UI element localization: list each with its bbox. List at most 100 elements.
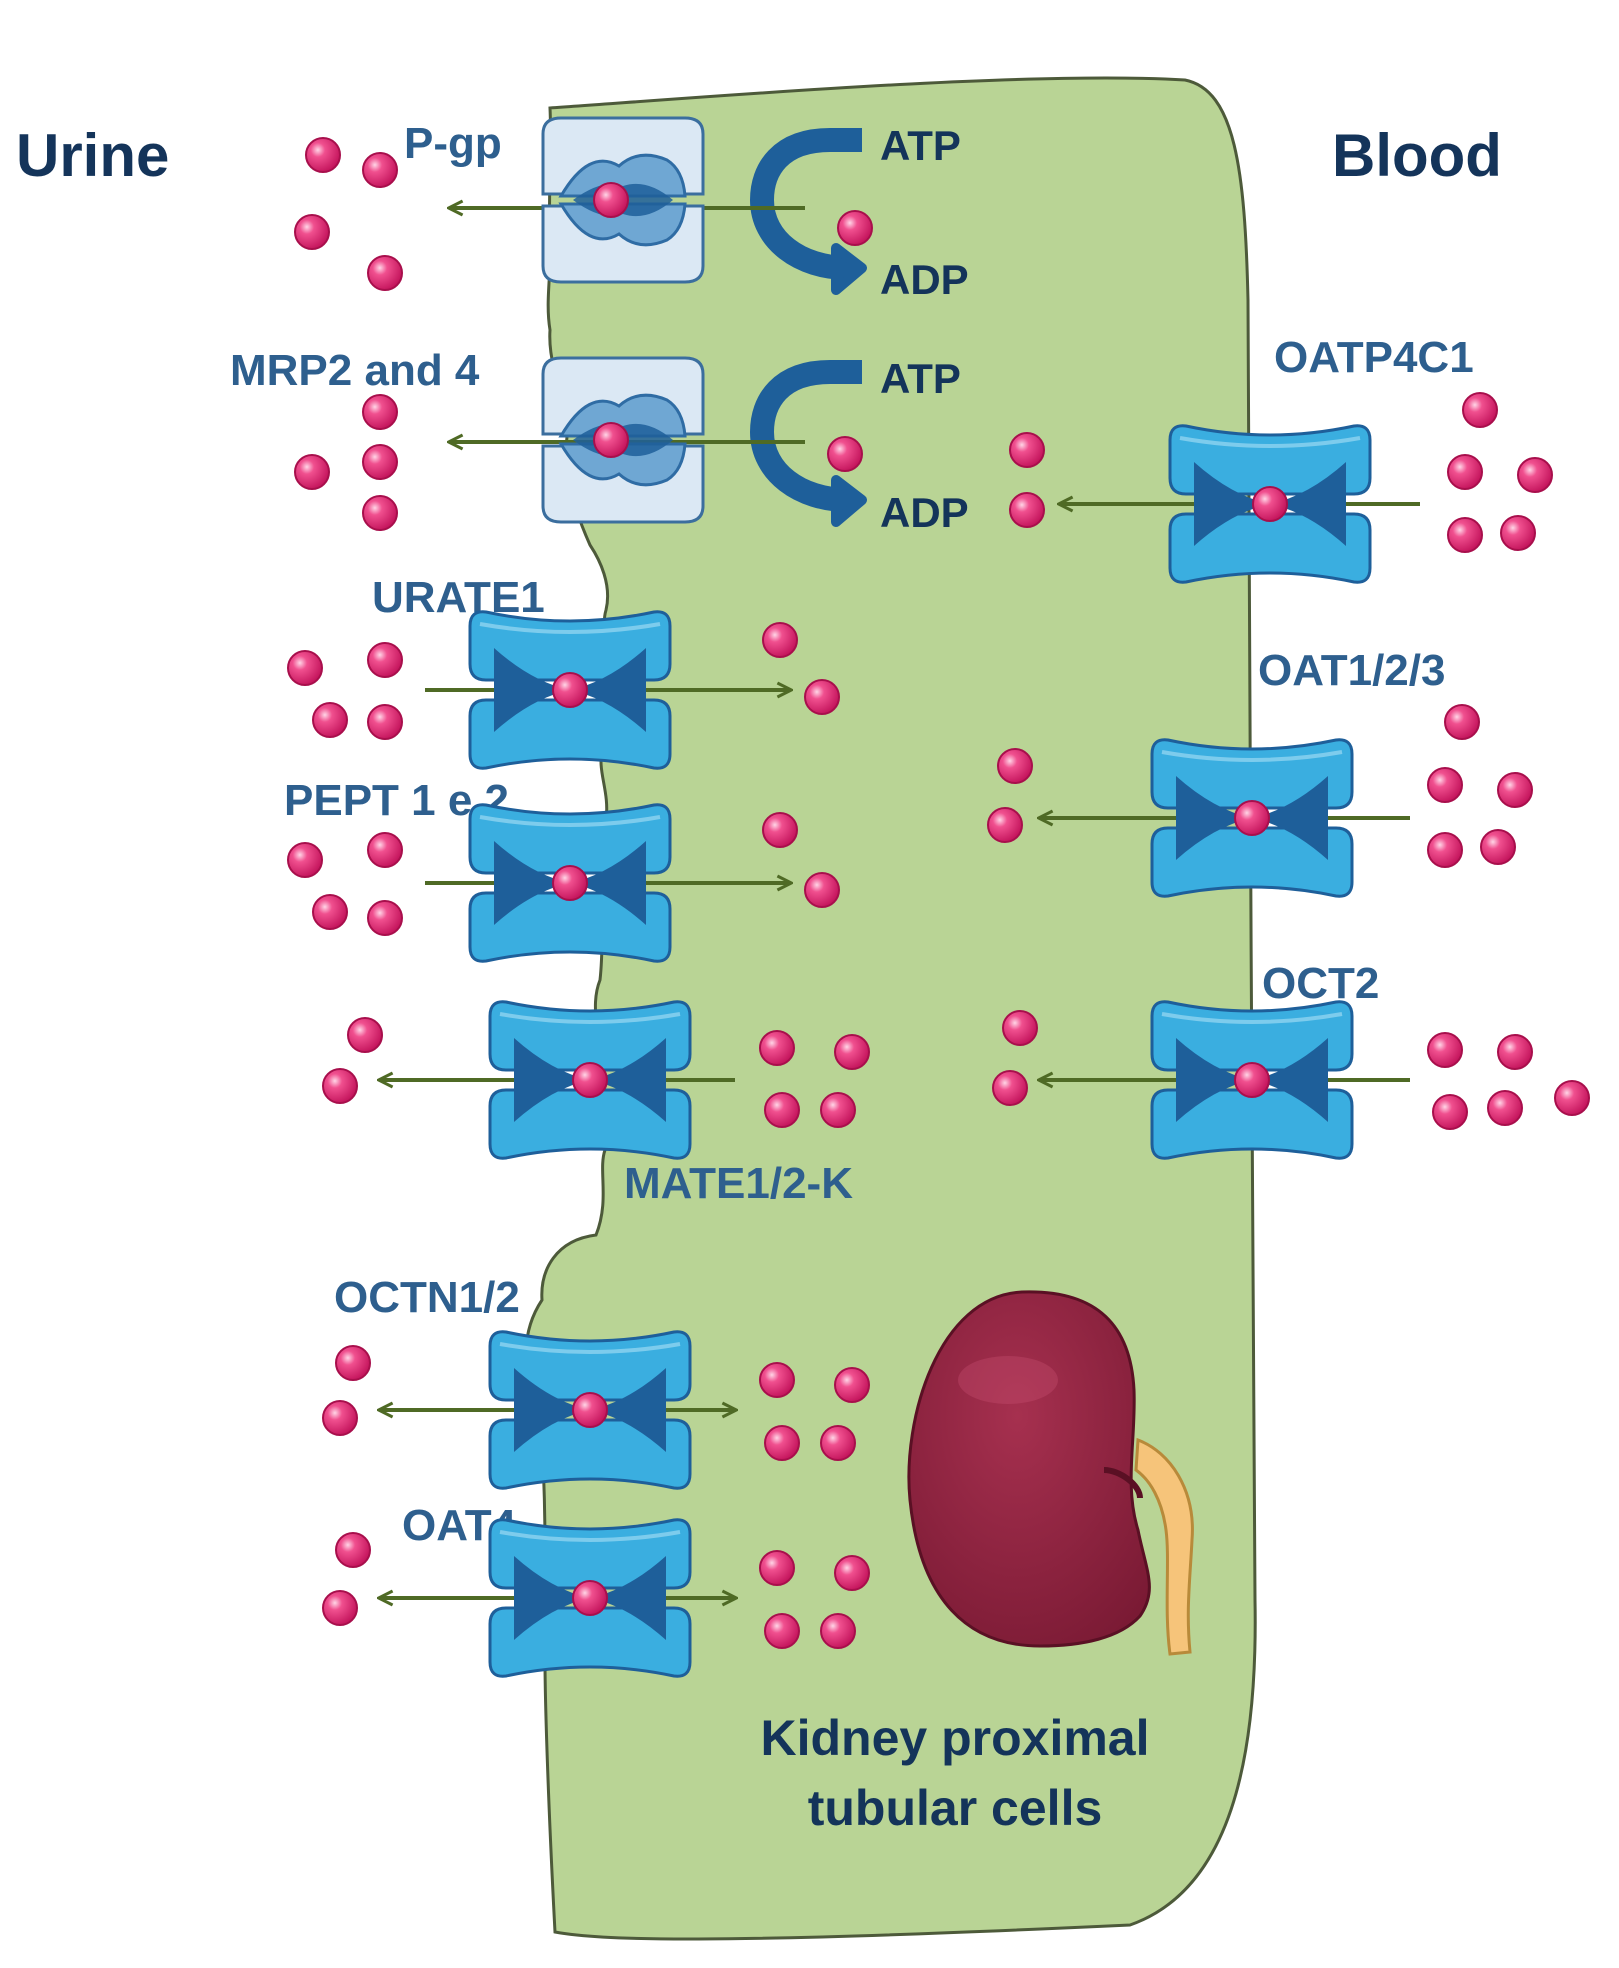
molecule-icon xyxy=(362,444,398,480)
molecule-icon xyxy=(322,1068,358,1104)
molecule-icon xyxy=(347,1017,383,1053)
molecule-icon xyxy=(287,650,323,686)
molecule-icon xyxy=(764,1092,800,1128)
molecule-icon xyxy=(552,865,588,901)
molecule-icon xyxy=(1480,829,1516,865)
oct2-transporter xyxy=(1150,999,1354,1161)
molecule-icon xyxy=(1517,457,1553,493)
molecule-icon xyxy=(992,1070,1028,1106)
pgp-transporter xyxy=(541,116,705,284)
mrp-transporter xyxy=(541,356,705,524)
molecule-icon xyxy=(1427,832,1463,868)
cell-caption-line1: Kidney proximal xyxy=(761,1710,1150,1766)
oatp4c1-transporter xyxy=(1168,423,1372,585)
molecule-icon xyxy=(762,812,798,848)
molecule-icon xyxy=(804,872,840,908)
molecule-icon xyxy=(1002,1010,1038,1046)
molecule-icon xyxy=(837,210,873,246)
label-oct2: OCT2 xyxy=(1262,959,1379,1008)
molecule-icon xyxy=(1234,800,1270,836)
adp-label-pgp: ADP xyxy=(880,256,969,303)
label-mate: MATE1/2-K xyxy=(624,1159,853,1208)
mate-transporter xyxy=(488,999,692,1161)
molecule-icon xyxy=(572,1062,608,1098)
molecule-icon xyxy=(312,702,348,738)
molecule-icon xyxy=(572,1580,608,1616)
label-urate1: URATE1 xyxy=(372,573,545,622)
blood-label: Blood xyxy=(1332,122,1502,189)
molecule-icon xyxy=(827,436,863,472)
molecule-icon xyxy=(1487,1090,1523,1126)
transporters-layer xyxy=(468,116,1372,1679)
molecule-icon xyxy=(759,1362,795,1398)
molecule-icon xyxy=(834,1555,870,1591)
atp-label-mrp: ATP xyxy=(880,355,961,402)
molecule-icon xyxy=(362,152,398,188)
label-oatp4c1: OATP4C1 xyxy=(1274,333,1474,382)
molecule-icon xyxy=(322,1400,358,1436)
molecule-icon xyxy=(335,1532,371,1568)
oat4-transporter xyxy=(488,1517,692,1679)
oat123-transporter xyxy=(1150,737,1354,899)
molecule-icon xyxy=(294,214,330,250)
molecule-icon xyxy=(367,642,403,678)
molecule-icon xyxy=(997,748,1033,784)
molecule-icon xyxy=(1252,486,1288,522)
molecule-icon xyxy=(1234,1062,1270,1098)
molecule-icon xyxy=(593,182,629,218)
molecule-icon xyxy=(367,832,403,868)
molecule-icon xyxy=(759,1030,795,1066)
label-mrp: MRP2 and 4 xyxy=(230,346,480,395)
atp-label-pgp: ATP xyxy=(880,122,961,169)
molecule-icon xyxy=(552,672,588,708)
pept-transporter xyxy=(468,802,672,964)
molecule-icon xyxy=(572,1392,608,1428)
molecule-icon xyxy=(1432,1094,1468,1130)
molecule-icon xyxy=(834,1034,870,1070)
molecule-icon xyxy=(820,1425,856,1461)
molecule-icon xyxy=(759,1550,795,1586)
molecule-icon xyxy=(362,495,398,531)
label-oat123: OAT1/2/3 xyxy=(1258,646,1445,695)
molecule-icon xyxy=(1009,432,1045,468)
molecule-icon xyxy=(362,394,398,430)
atp-arrow-icon xyxy=(749,128,867,295)
molecule-icon xyxy=(367,704,403,740)
molecule-icon xyxy=(1009,492,1045,528)
molecule-icon xyxy=(287,842,323,878)
molecules-layer xyxy=(287,137,1590,1649)
urate1-transporter xyxy=(468,609,672,771)
kidney-icon xyxy=(907,1290,1194,1656)
molecule-icon xyxy=(312,894,348,930)
molecule-icon xyxy=(834,1367,870,1403)
label-octn: OCTN1/2 xyxy=(334,1273,520,1322)
molecule-icon xyxy=(367,255,403,291)
octn-transporter xyxy=(488,1329,692,1491)
molecule-icon xyxy=(820,1092,856,1128)
molecule-icon xyxy=(820,1613,856,1649)
molecule-icon xyxy=(1554,1080,1590,1116)
label-pgp: P-gp xyxy=(404,119,502,168)
urine-label: Urine xyxy=(16,122,169,189)
molecule-icon xyxy=(1444,704,1480,740)
molecule-icon xyxy=(1462,392,1498,428)
atp-arrow-icon xyxy=(749,360,867,527)
molecule-icon xyxy=(762,622,798,658)
molecule-icon xyxy=(305,137,341,173)
molecule-icon xyxy=(1447,454,1483,490)
molecule-icon xyxy=(322,1590,358,1626)
molecule-icon xyxy=(1497,772,1533,808)
molecule-icon xyxy=(1427,1032,1463,1068)
molecule-icon xyxy=(367,900,403,936)
molecule-icon xyxy=(764,1425,800,1461)
molecule-icon xyxy=(1500,515,1536,551)
molecule-icon xyxy=(335,1345,371,1381)
molecule-icon xyxy=(764,1613,800,1649)
molecule-icon xyxy=(987,807,1023,843)
adp-label-mrp: ADP xyxy=(880,489,969,536)
molecule-icon xyxy=(1447,517,1483,553)
molecule-icon xyxy=(294,454,330,490)
molecule-icon xyxy=(1497,1034,1533,1070)
cell-caption-line2: tubular cells xyxy=(808,1780,1103,1836)
